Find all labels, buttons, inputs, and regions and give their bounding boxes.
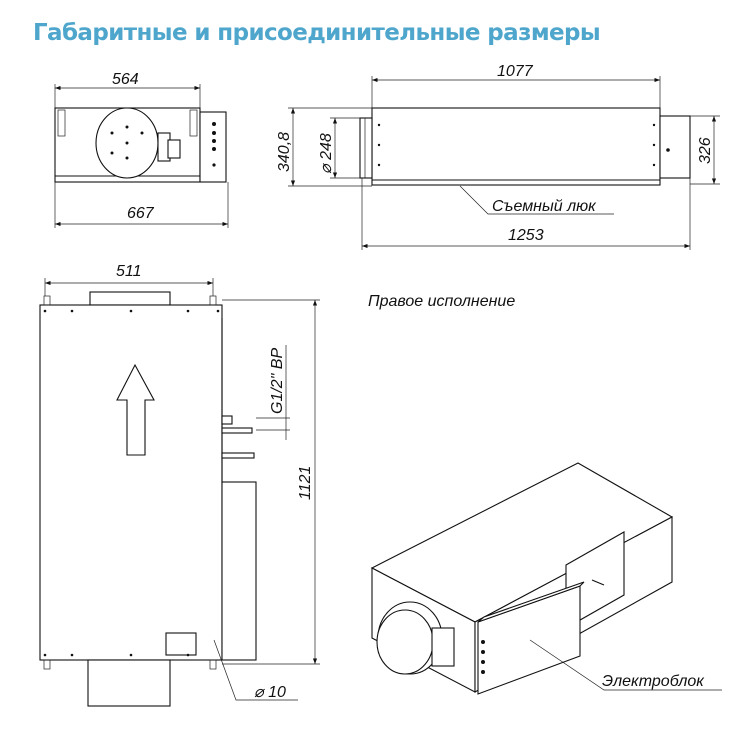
pipe-thread-label: G1/2" ВР <box>269 348 286 414</box>
airflow-arrow-icon <box>116 363 155 456</box>
iso-caption: Правое исполнение <box>368 293 515 310</box>
dim-1077: 1077 <box>497 63 534 80</box>
side-view: 1077 340,8 ⌀ 248 326 1253 Съемный люк <box>276 63 720 250</box>
hole-diameter-label: ⌀ 10 <box>254 684 286 701</box>
dim-248: ⌀ 248 <box>318 133 335 174</box>
page-title: Габаритные и присоединительные размеры <box>33 20 601 46</box>
hatch-label: Съемный люк <box>492 198 597 215</box>
electroblock-label: Электроблок <box>602 673 705 690</box>
dim-1253: 1253 <box>508 227 544 244</box>
dim-340-8: 340,8 <box>276 132 293 172</box>
isometric-view: Электроблок <box>370 462 722 695</box>
front-view: 564 667 <box>54 71 229 228</box>
dim-667: 667 <box>127 205 155 222</box>
dim-564: 564 <box>112 71 139 88</box>
top-view: 511 1121 G1/2" ВР ⌀ 10 <box>39 263 320 707</box>
dim-1121: 1121 <box>297 466 314 500</box>
dim-326: 326 <box>697 137 714 164</box>
dim-511: 511 <box>116 263 142 280</box>
